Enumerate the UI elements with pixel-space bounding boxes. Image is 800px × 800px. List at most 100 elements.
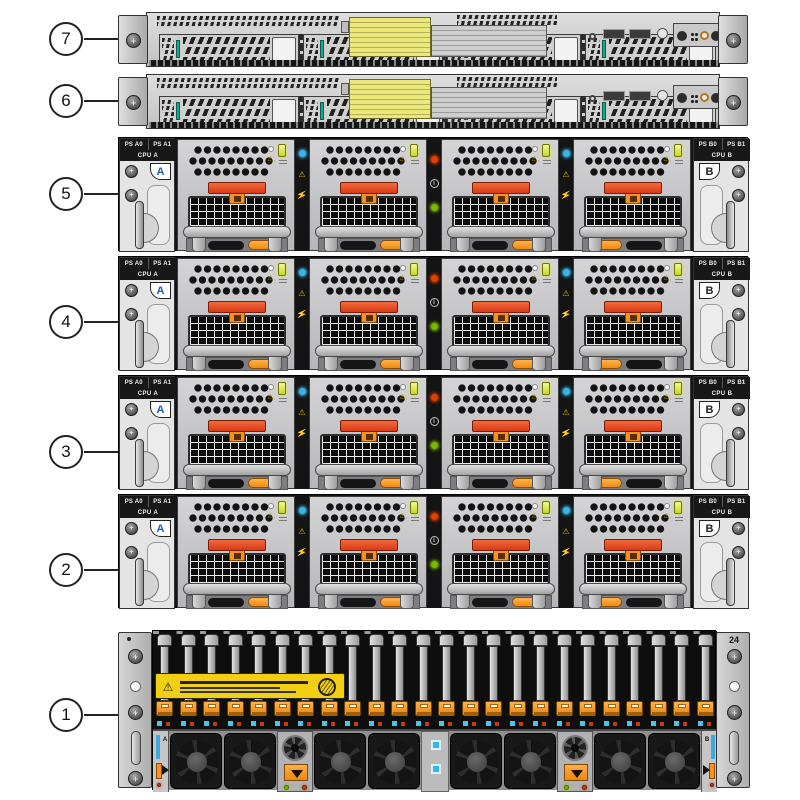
drive-latch — [156, 701, 173, 716]
top-vent-strip — [157, 16, 339, 28]
handle-bar — [447, 226, 555, 238]
latch-tab-slot — [366, 196, 373, 202]
power-supply-module: ⚠ — [177, 496, 295, 609]
connector-socket — [282, 735, 308, 761]
latch-base — [416, 712, 431, 716]
power-ok-led — [284, 785, 289, 790]
vent-holes — [194, 384, 270, 392]
release-latch — [472, 182, 530, 194]
indicator-strip: i — [428, 258, 440, 370]
vent-holes — [458, 168, 534, 176]
drive-carrier-cap — [556, 634, 572, 646]
screw-icon: + — [727, 649, 742, 664]
screw-icon: + — [726, 95, 741, 110]
latch-tab-slot — [630, 196, 637, 202]
warning-triangle-icon: ⚠ — [298, 169, 306, 179]
cooling-fan — [224, 733, 276, 789]
divider-pin — [299, 102, 303, 105]
latch-tab — [493, 192, 509, 204]
callout-badge: 1 — [49, 698, 83, 732]
latch-slot — [701, 704, 710, 708]
vent-holes — [590, 525, 666, 533]
side-badge-b: B — [699, 163, 720, 180]
latch-base — [158, 712, 172, 716]
bay-divider — [581, 34, 585, 62]
cap-handle — [726, 558, 735, 606]
latch-slot — [466, 704, 475, 708]
drive-carrier-handle — [371, 646, 381, 701]
release-latch — [208, 420, 266, 432]
latch-slot — [161, 704, 169, 708]
drive-carrier-handle — [442, 646, 451, 701]
warning-triangle-icon: ⚠ — [531, 156, 538, 163]
bay-divider — [299, 34, 303, 62]
drive-fault-led — [636, 722, 640, 726]
latch-slot — [537, 704, 545, 708]
power-supply-module: ⚠ — [441, 496, 559, 609]
panel-button — [711, 31, 721, 41]
hazard-lightning-icon: ⚡ — [295, 307, 309, 320]
drive-activity-led — [368, 721, 374, 726]
latch-slot — [654, 704, 663, 708]
ear-latch — [131, 731, 141, 765]
screw-icon: + — [732, 165, 745, 178]
recess-slot — [340, 479, 376, 488]
drive-status-led — [320, 40, 324, 58]
cable-clamp — [564, 764, 588, 781]
drive-carrier-handle — [489, 646, 498, 701]
latch-slot — [443, 704, 451, 708]
drive-carrier-handle — [418, 646, 428, 701]
warning-label: ⚠ — [155, 673, 345, 699]
bay-vent-area — [183, 37, 270, 61]
drive-latch — [297, 701, 314, 716]
power-ok-led — [674, 263, 682, 276]
id-button — [657, 28, 668, 39]
drive-status-led — [176, 40, 180, 58]
power-ok-led — [410, 382, 418, 395]
status-ring — [400, 265, 406, 271]
drive-latch — [367, 701, 385, 716]
bay-edge-vent — [588, 38, 600, 60]
id-bar — [156, 735, 160, 759]
control-panel — [673, 85, 721, 109]
warning-triangle-icon: ⚠ — [663, 156, 670, 163]
fan-hub — [467, 752, 487, 772]
bay-divider — [299, 96, 303, 124]
power-ok-led — [542, 501, 550, 514]
drive-fault-led — [189, 722, 194, 726]
warning-triangle-icon: ⚠ — [298, 288, 306, 298]
vent-ticks — [675, 398, 683, 402]
id-led — [561, 387, 571, 396]
power-supply-module: ⚠ — [441, 139, 559, 252]
panel-button — [677, 93, 687, 103]
drive-activity-led — [627, 721, 632, 726]
callout-line — [84, 321, 118, 323]
ribbed-panel — [431, 87, 547, 119]
drive-fault-led — [706, 722, 711, 726]
screw-icon: + — [125, 427, 138, 440]
status-ring — [400, 503, 406, 509]
panel-led — [691, 100, 694, 103]
drive-slot — [553, 633, 577, 729]
drive-latch — [179, 701, 197, 716]
drive-latch — [579, 701, 596, 716]
indicator-strip: ⚠⚡ — [295, 377, 309, 489]
side-badge-b: B — [699, 282, 720, 299]
drive-fault-led — [612, 722, 617, 726]
power-supply-module: ⚠ — [573, 496, 691, 609]
vent-holes — [189, 395, 275, 403]
power-supply-module: ⚠ — [573, 139, 691, 252]
latch-slot — [325, 704, 334, 708]
drive-carrier-cap — [251, 634, 266, 646]
latch-tab-slot — [366, 315, 373, 321]
callout-line — [84, 714, 118, 716]
power-supply-module: ⚠ — [573, 258, 691, 371]
drive-activity-led — [298, 721, 303, 726]
status-ring — [268, 146, 274, 152]
drive-fault-led — [683, 722, 687, 726]
drive-latch — [226, 701, 244, 716]
drive-activity-led — [674, 721, 679, 726]
drive-carrier-cap — [368, 634, 384, 646]
drive-activity-led — [157, 721, 162, 726]
